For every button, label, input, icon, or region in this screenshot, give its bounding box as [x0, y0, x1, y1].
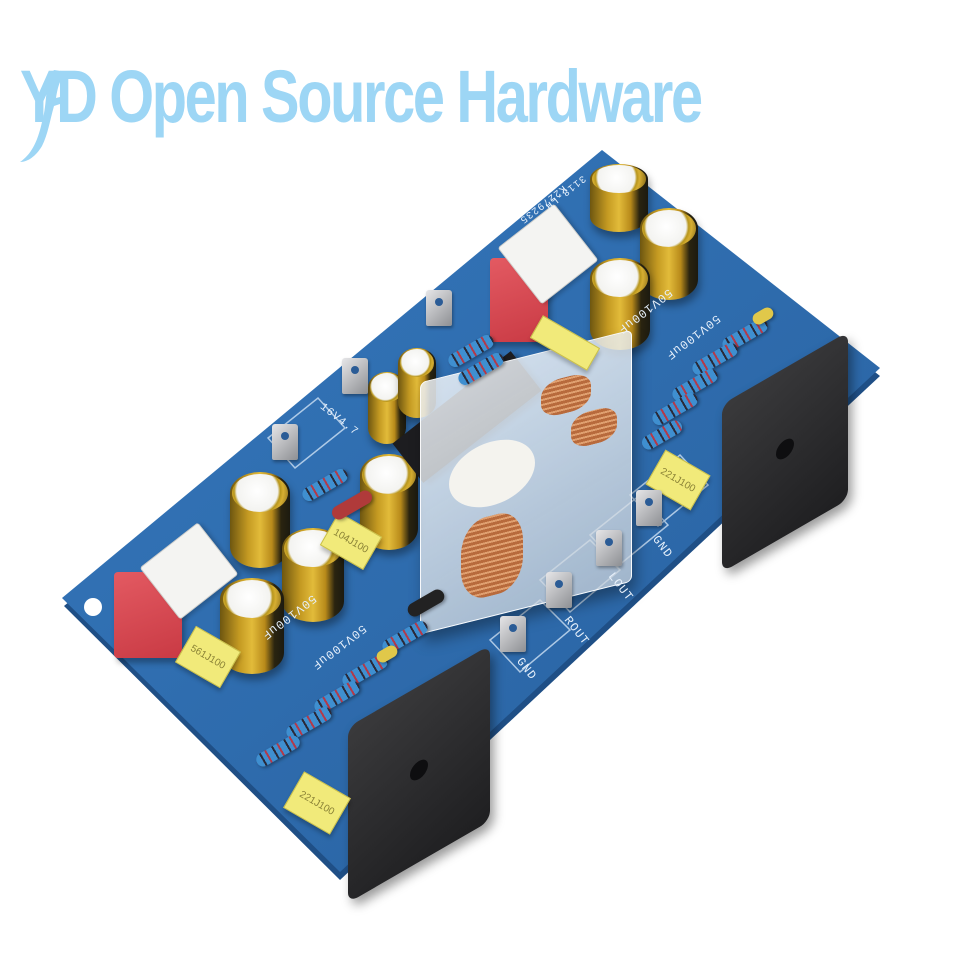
music-note-icon	[20, 70, 68, 162]
watermark-text: YD Open Source Hardware	[20, 55, 703, 138]
power-terminal	[426, 290, 452, 326]
relay-contact	[571, 404, 617, 450]
relay	[420, 329, 632, 635]
power-terminal	[342, 358, 368, 394]
power-terminal	[272, 424, 298, 460]
output-terminal-gnd	[500, 616, 526, 652]
electrolytic-capacitor	[590, 164, 648, 232]
output-terminal-rout	[546, 572, 572, 608]
electrolytic-capacitor	[230, 472, 290, 568]
mounting-hole	[84, 598, 102, 616]
relay-coil-cap	[449, 430, 535, 517]
relay-coil	[461, 507, 523, 604]
output-terminal-lout	[596, 530, 622, 566]
electrolytic-capacitor	[640, 208, 698, 300]
output-terminal-gnd	[636, 490, 662, 526]
electrolytic-capacitor	[590, 258, 650, 350]
